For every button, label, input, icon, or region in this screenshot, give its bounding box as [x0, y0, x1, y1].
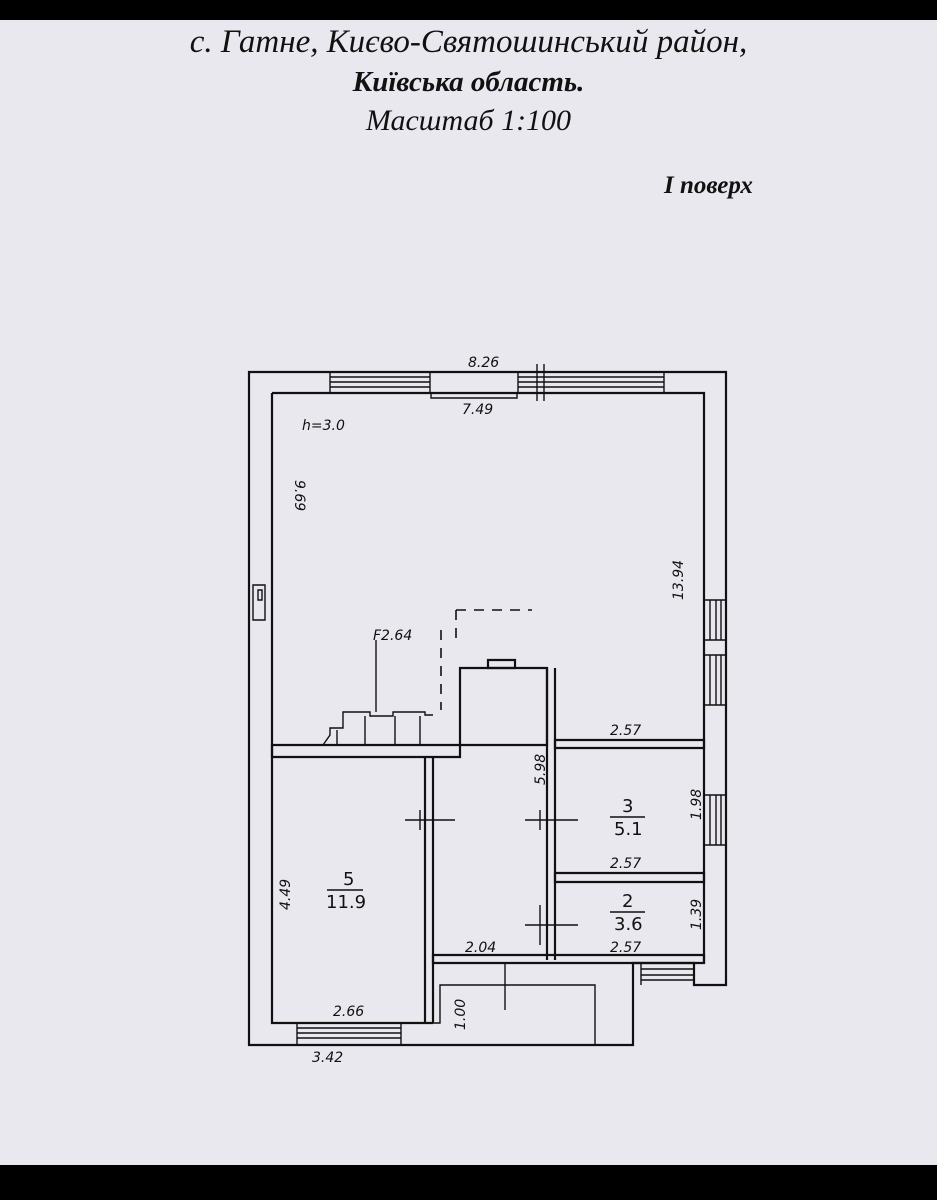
dim-room3-width: 2.57: [610, 856, 641, 872]
bottom-bar: [0, 1165, 937, 1200]
address-line-2: Київська область.: [352, 66, 585, 98]
height-note: h=3.0: [302, 418, 345, 434]
dim-right-main: 13.94: [671, 560, 687, 600]
room-number: 5: [343, 869, 354, 890]
dim-top-outer: 8.26: [468, 355, 499, 371]
room-5-label: 5 11.9: [326, 869, 366, 913]
room-area: 5.1: [614, 819, 643, 840]
room-area: 3.6: [614, 914, 643, 935]
dim-hall-right-top: 2.57: [610, 723, 641, 739]
room-number: 3: [622, 796, 633, 817]
outer-walls: [247, 364, 728, 1047]
dim-entrance-depth: 1.00: [453, 999, 469, 1030]
top-bar: [0, 0, 937, 20]
floor-plan: 8.26 7.49 h=3.0 9.69 13.94 F2.64 2.57 5.…: [247, 355, 728, 1066]
dim-room5-height: 4.49: [278, 879, 294, 910]
address-line-1: с. Гатне, Києво-Святошинський район,: [189, 24, 748, 60]
interior-walls: [270, 658, 706, 1045]
room-2-label: 2 3.6: [610, 891, 645, 935]
dim-entrance-width: 2.04: [465, 940, 496, 956]
dim-room3-height: 1.98: [689, 789, 705, 820]
dim-room5-width: 2.66: [333, 1004, 364, 1020]
dim-bottom-outer: 3.42: [312, 1050, 343, 1066]
room-area: 11.9: [326, 892, 366, 913]
floor-label: I поверх: [664, 172, 753, 199]
staircase: [322, 609, 532, 746]
dim-corridor-height: 5.98: [533, 754, 549, 785]
dim-room2-width: 2.57: [610, 940, 641, 956]
dim-left-main: 9.69: [291, 480, 307, 511]
dim-top-inner: 7.49: [462, 402, 493, 418]
plan-sheet: с. Гатне, Києво-Святошинський район, Киї…: [0, 0, 937, 1165]
dim-stair-area: F2.64: [373, 628, 412, 644]
room-3-label: 3 5.1: [610, 796, 645, 840]
room-number: 2: [622, 891, 633, 912]
dim-room2-height: 1.39: [689, 899, 705, 930]
scale-line: Масштаб 1:100: [365, 104, 572, 137]
